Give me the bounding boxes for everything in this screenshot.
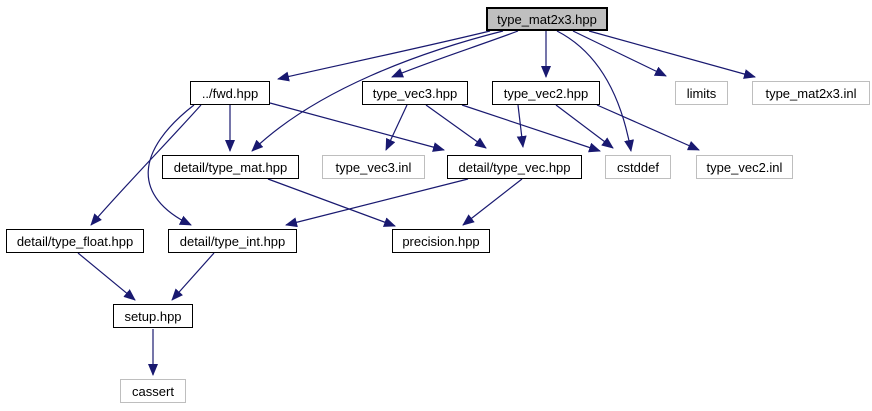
edge-typemat-precision <box>267 178 396 227</box>
node-main: type_mat2x3.hpp <box>486 7 608 31</box>
node-setup[interactable]: setup.hpp <box>113 304 193 328</box>
node-label: limits <box>686 85 717 101</box>
edge-main-fwd <box>277 30 491 82</box>
node-typevec[interactable]: detail/type_vec.hpp <box>447 155 582 179</box>
edge-fwd-typeint <box>147 104 195 226</box>
node-fwd[interactable]: ../fwd.hpp <box>190 81 270 105</box>
node-label: ../fwd.hpp <box>201 85 259 101</box>
node-precision[interactable]: precision.hpp <box>392 229 490 253</box>
node-typemat[interactable]: detail/type_mat.hpp <box>162 155 299 179</box>
edge-main-limits <box>572 30 667 77</box>
node-label: type_vec2.inl <box>706 159 783 175</box>
edge-vec2-cstddef <box>555 104 614 149</box>
node-cstddef: cstddef <box>605 155 671 179</box>
node-label: precision.hpp <box>402 233 480 249</box>
edge-fwd-typevec <box>269 102 445 152</box>
edge-vec3-typevec <box>425 104 487 149</box>
edge-vec2-typevec <box>516 104 527 148</box>
edge-main-vec3 <box>391 30 519 78</box>
node-label: detail/type_float.hpp <box>16 233 134 249</box>
node-typeint[interactable]: detail/type_int.hpp <box>168 229 297 253</box>
edge-vec3-vec3inl <box>385 104 408 151</box>
edge-vec2-vec2inl <box>596 104 700 151</box>
node-label: type_mat2x3.hpp <box>497 11 597 27</box>
node-vec2[interactable]: type_vec2.hpp <box>492 81 600 105</box>
edge-typefloat-setup <box>77 252 136 301</box>
node-limits: limits <box>675 81 728 105</box>
edge-main-mat2x3inl <box>588 30 756 79</box>
node-label: cassert <box>132 383 174 399</box>
node-vec3inl: type_vec3.inl <box>322 155 425 179</box>
node-label: cstddef <box>617 159 659 175</box>
node-label: detail/type_mat.hpp <box>173 159 288 175</box>
edge-typevec-precision <box>462 178 523 226</box>
node-mat2x3inl: type_mat2x3.inl <box>752 81 870 105</box>
node-label: type_mat2x3.inl <box>765 85 857 101</box>
node-vec2inl: type_vec2.inl <box>696 155 793 179</box>
node-label: type_vec3.inl <box>335 159 412 175</box>
edge-typeint-setup <box>171 252 215 301</box>
node-cassert: cassert <box>120 379 186 403</box>
edge-main-typemat <box>251 30 504 152</box>
node-label: setup.hpp <box>124 308 182 324</box>
node-label: detail/type_int.hpp <box>179 233 286 249</box>
edge-main-cstddef <box>556 30 634 152</box>
node-label: detail/type_vec.hpp <box>458 159 571 175</box>
node-label: type_vec3.hpp <box>372 85 458 101</box>
node-vec3[interactable]: type_vec3.hpp <box>362 81 468 105</box>
edge-fwd-typefloat <box>90 104 202 226</box>
edge-typevec-typeint <box>285 178 469 228</box>
node-label: type_vec2.hpp <box>503 85 589 101</box>
node-typefloat[interactable]: detail/type_float.hpp <box>6 229 144 253</box>
edge-vec3-cstddef <box>461 104 601 153</box>
